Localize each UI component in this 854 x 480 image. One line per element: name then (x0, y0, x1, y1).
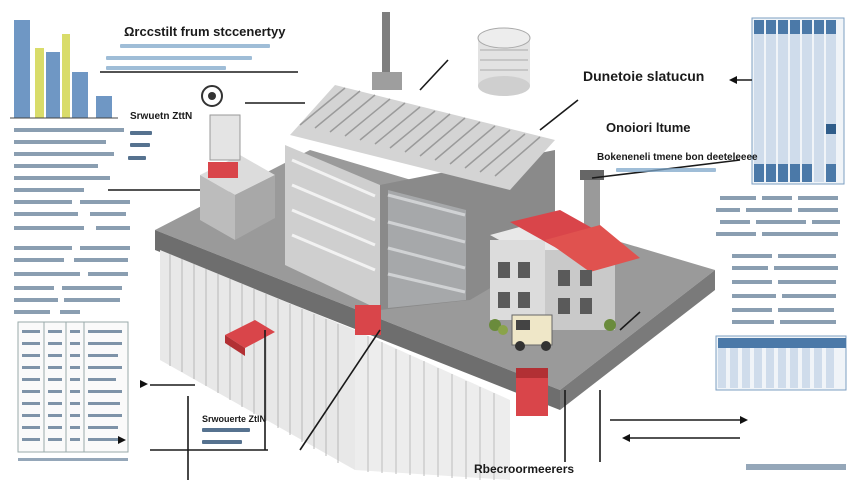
arrow-right-icon (118, 436, 126, 444)
right-top-column-grid (751, 17, 845, 185)
right-text-block (716, 196, 840, 324)
bottom-center-label: Rbecroormeerers (474, 462, 575, 476)
lower-slat-facade-left (160, 250, 355, 470)
roof-ribs (299, 87, 541, 177)
bottom-left-line (202, 440, 242, 444)
heading-subtext (120, 44, 270, 48)
mini-bar-chart (10, 20, 118, 119)
bottom-left-line (202, 428, 250, 432)
lower-slat-facade-right (355, 330, 510, 480)
platform-edge-right (560, 270, 715, 410)
chart-bar (14, 20, 30, 118)
main-block-glass (388, 190, 466, 308)
right-vent-stack (584, 175, 600, 235)
chart-bar (35, 48, 44, 118)
arrow-right-icon (140, 380, 148, 388)
right-heading-3: Bokeneneli tmene bon deeteleeee (597, 152, 758, 163)
chimney-base (372, 72, 402, 90)
left-small-line (128, 156, 146, 160)
bottom-left-small-label: Srwouerte ZtlN (202, 414, 267, 424)
red-box-2 (355, 305, 381, 335)
arrow-right-icon (622, 434, 630, 442)
arrow-right-icon (740, 416, 748, 424)
chart-bar (46, 52, 60, 118)
left-small-line (130, 131, 152, 135)
chimney-stack (382, 12, 390, 80)
callout-lines (100, 59, 752, 480)
rooftop-tank (477, 27, 531, 96)
right-heading-1: Dunetoie slatucun (583, 68, 705, 84)
arrow-left-icon (729, 76, 737, 84)
chart-bar (96, 96, 112, 118)
right-bottom-column-grid (715, 335, 847, 470)
left-text-block (14, 128, 130, 314)
red-box-1 (225, 320, 275, 348)
right-subtext (616, 168, 716, 172)
red-roof-houses (489, 210, 640, 351)
chart-bar (72, 72, 88, 118)
left-utility-unit (200, 85, 275, 240)
left-data-table (17, 321, 129, 461)
right-heading-2: Onoiori ltume (606, 120, 691, 135)
chart-bar (62, 34, 70, 118)
heading-subtext (106, 56, 252, 60)
heading-subtext (106, 66, 226, 70)
top-heading: Ωrccstilt frum stccenertyy (124, 24, 286, 39)
left-small-label: Srwuetn ZttN (130, 111, 193, 122)
left-small-line (130, 143, 150, 147)
